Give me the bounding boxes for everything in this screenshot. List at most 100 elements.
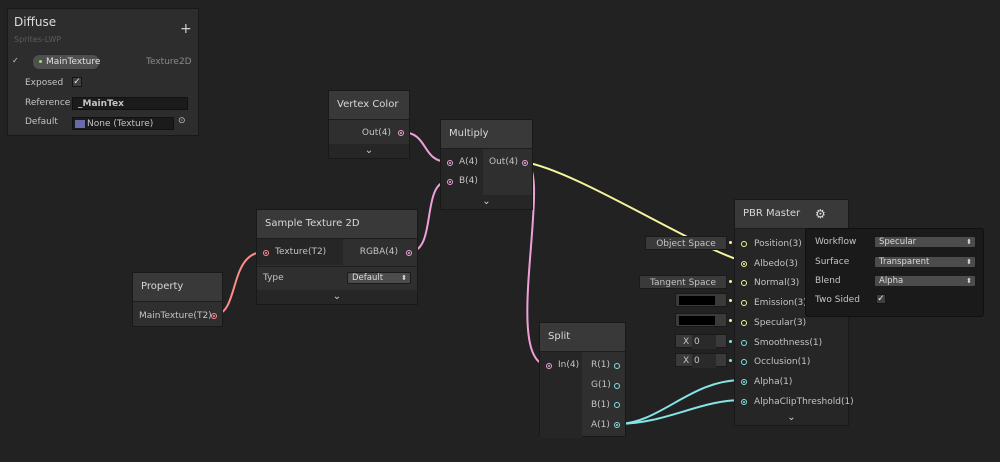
pbr-input-port[interactable]	[741, 378, 747, 385]
pbr-input-label: Emission(3)	[754, 298, 807, 309]
smoothness-value[interactable]: 0	[692, 335, 716, 349]
sample-texture-divider	[257, 266, 417, 267]
blend-value: Alpha	[879, 276, 904, 286]
position-connector-dot	[729, 241, 732, 244]
workflow-dropdown[interactable]: Specular ⬍	[874, 236, 976, 248]
multiply-title: Multiply	[441, 120, 532, 149]
pbr-input-label: AlphaClipThreshold(1)	[754, 396, 854, 407]
multiply-expander-chevron-icon[interactable]: ⌄	[441, 195, 532, 209]
two-sided-label: Two Sided	[815, 295, 860, 305]
surface-dropdown[interactable]: Transparent ⬍	[874, 256, 976, 268]
sample-texture-type-value: Default	[352, 273, 384, 283]
split-in-port[interactable]	[546, 363, 552, 369]
multiply-a-port[interactable]	[447, 160, 453, 166]
emission-color-field[interactable]	[675, 293, 727, 307]
settings-gear-icon[interactable]: ⚙	[815, 207, 826, 221]
multiply-node[interactable]: Multiply A(4) B(4) Out(4) ⌄	[440, 119, 533, 210]
pbr-master-expander-chevron-icon[interactable]: ⌄	[735, 411, 848, 425]
multiply-a-label: A(4)	[459, 157, 478, 167]
sample-texture-2d-node[interactable]: Sample Texture 2D Texture(T2) RGBA(4) Ty…	[256, 209, 418, 305]
sample-texture-expander-chevron-icon[interactable]: ⌄	[257, 290, 417, 304]
property-pill-name: MainTexture	[46, 57, 101, 67]
blackboard-title: Diffuse	[14, 15, 57, 29]
split-r-port[interactable]	[614, 363, 620, 369]
vertex-color-expander-chevron-icon[interactable]: ⌄	[329, 144, 409, 158]
vertex-color-node[interactable]: Vertex Color Out(4) ⌄	[328, 90, 410, 159]
property-pill[interactable]: MainTexture	[32, 54, 100, 70]
two-sided-checkbox[interactable]: ✓	[876, 294, 886, 304]
multiply-b-label: B(4)	[459, 176, 478, 186]
split-node[interactable]: Split In(4) R(1) G(1) B(1) A(1)	[539, 322, 626, 438]
pbr-input-port[interactable]	[741, 280, 747, 287]
texture-thumb-icon	[75, 120, 85, 128]
pbr-input-port[interactable]	[741, 398, 747, 405]
object-picker-icon[interactable]: ⊙	[178, 116, 186, 126]
workflow-label: Workflow	[815, 237, 857, 247]
split-g-port[interactable]	[614, 383, 620, 389]
pbr-input-port[interactable]	[741, 300, 747, 307]
property-node-title: Property	[133, 273, 222, 302]
split-b-port[interactable]	[614, 402, 620, 408]
dropdown-arrows-icon: ⬍	[966, 258, 972, 266]
pbr-input-port[interactable]	[741, 339, 747, 346]
occlusion-value[interactable]: 0	[692, 354, 716, 368]
sample-texture-type-dropdown[interactable]: Default ⬍	[347, 272, 411, 284]
blackboard-panel[interactable]: Diffuse Sprites-LWP + ✓ MainTexture Text…	[7, 8, 199, 136]
emission-color-swatch	[679, 296, 715, 305]
split-in-label: In(4)	[558, 360, 580, 370]
default-texture-value: None (Texture)	[87, 119, 154, 129]
split-a-port[interactable]	[614, 422, 620, 428]
exposed-checkbox[interactable]: ✓	[72, 77, 82, 87]
default-texture-field[interactable]: None (Texture)	[72, 117, 174, 130]
add-property-button[interactable]: +	[180, 21, 192, 37]
collapse-chevron-icon[interactable]: ✓	[12, 56, 19, 65]
sample-texture-title: Sample Texture 2D	[257, 210, 417, 239]
sample-texture-in-port[interactable]	[263, 250, 269, 256]
reference-label: Reference	[25, 98, 71, 108]
dropdown-arrows-icon: ⬍	[966, 277, 972, 285]
pbr-input-label: Occlusion(1)	[754, 357, 811, 368]
split-r-label: R(1)	[591, 360, 611, 370]
wire-split-to-clip[interactable]	[616, 399, 743, 425]
pbr-input-label: Alpha(1)	[754, 376, 793, 387]
pbr-input-port[interactable]	[741, 359, 747, 366]
default-label: Default	[25, 117, 58, 127]
split-title: Split	[540, 323, 625, 352]
multiply-out-port[interactable]	[522, 160, 528, 166]
specular-color-field[interactable]	[675, 313, 727, 327]
occlusion-connector-dot	[729, 359, 732, 362]
property-type: Texture2D	[146, 57, 192, 67]
master-settings-panel[interactable]: Workflow Specular ⬍ Surface Transparent …	[805, 228, 984, 317]
smoothness-axis: X	[683, 337, 690, 347]
specular-color-swatch	[679, 316, 715, 325]
dropdown-arrows-icon: ⬍	[966, 238, 972, 246]
property-node-out-port[interactable]	[211, 313, 217, 319]
blend-label: Blend	[815, 276, 841, 286]
sample-texture-type-label: Type	[263, 273, 284, 283]
pbr-input-port[interactable]	[741, 260, 747, 267]
exposed-label: Exposed	[25, 78, 64, 88]
dropdown-arrows-icon: ⬍	[401, 274, 407, 282]
sample-texture-out-port[interactable]	[406, 250, 412, 256]
occlusion-field[interactable]: X 0	[675, 353, 727, 368]
position-space-field[interactable]: Object Space	[645, 236, 727, 250]
pbr-input-port[interactable]	[741, 319, 747, 326]
pbr-input-label: Smoothness(1)	[754, 337, 823, 348]
multiply-b-port[interactable]	[447, 179, 453, 185]
vertex-color-out-port[interactable]	[398, 130, 404, 136]
split-b-label: B(1)	[591, 400, 610, 410]
blend-dropdown[interactable]: Alpha ⬍	[874, 275, 976, 287]
smoothness-field[interactable]: X 0	[675, 334, 727, 349]
surface-value: Transparent	[879, 257, 930, 267]
normal-space-field[interactable]: Tangent Space	[639, 275, 727, 289]
surface-label: Surface	[815, 257, 850, 267]
wire-split-to-alpha[interactable]	[616, 379, 743, 425]
vertex-color-out-label: Out(4)	[361, 128, 391, 138]
sample-texture-in-label: Texture(T2)	[275, 247, 327, 257]
emission-connector-dot	[729, 299, 732, 302]
sample-texture-inputs-bg	[257, 239, 343, 265]
multiply-inputs-bg	[441, 149, 483, 195]
property-node[interactable]: Property MainTexture(T2)	[132, 272, 223, 327]
pbr-input-port[interactable]	[741, 241, 747, 247]
reference-field[interactable]: _MainTex	[72, 97, 188, 110]
